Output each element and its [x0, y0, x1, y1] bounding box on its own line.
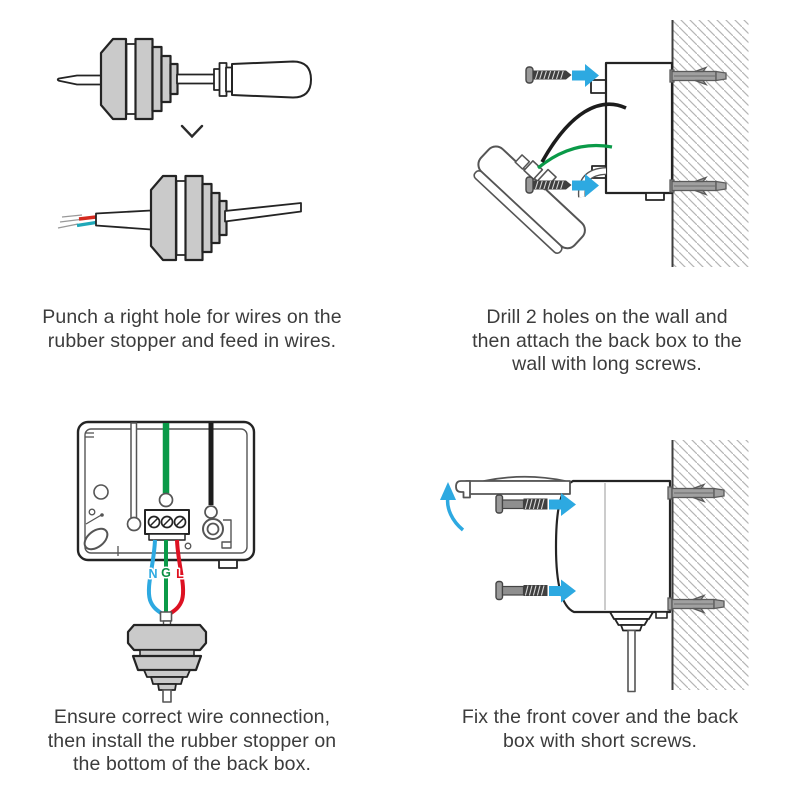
- chevron-down-icon: [180, 124, 204, 139]
- step2-panel: Drill 2 holes on the wall and then attac…: [400, 0, 800, 400]
- back-box: [590, 61, 674, 201]
- step3-caption: Ensure correct wire connection, then ins…: [47, 706, 337, 775]
- step3-panel: N G L Ensure correct wire connection, th…: [0, 400, 400, 800]
- arrow-right-icon: [549, 579, 576, 603]
- step2-caption: Drill 2 holes on the wall and then attac…: [472, 306, 742, 375]
- step1-illustration: [56, 37, 312, 262]
- cable-jacket: [159, 611, 173, 622]
- step3-illustration: N G L: [76, 420, 256, 703]
- step1-caption: Punch a right hole for wires on the rubb…: [42, 306, 342, 352]
- cable-slot: [83, 527, 109, 551]
- awl-tool: [176, 60, 312, 99]
- arrow-right-icon: [549, 493, 576, 516]
- arrow-right-icon: [572, 64, 599, 87]
- cable: [224, 202, 302, 223]
- long-screw: [525, 66, 572, 84]
- wire-label-neutral: N: [148, 567, 157, 581]
- long-screw: [525, 176, 572, 194]
- step4-caption: Fix the front cover and the back box wit…: [461, 706, 739, 752]
- cable: [162, 689, 172, 703]
- arrow-right-icon: [572, 174, 599, 197]
- box-bottom-knob: [655, 611, 668, 619]
- step4-illustration: [440, 440, 749, 693]
- wire-label-live: L: [176, 567, 184, 581]
- stripped-cable-end: [57, 209, 152, 231]
- live-wire: [540, 102, 627, 163]
- wall-anchor: [667, 594, 725, 614]
- terminal-block: [144, 509, 190, 541]
- cover-hook: [455, 480, 471, 499]
- wall-anchor: [669, 66, 727, 86]
- rubber-stopper-with-cable: [149, 174, 228, 262]
- rubber-stopper: [99, 37, 179, 121]
- step1-panel: Punch a right hole for wires on the rubb…: [0, 0, 400, 400]
- step2-illustration: [473, 20, 749, 267]
- wall-anchor: [669, 176, 727, 196]
- wall-anchor: [667, 483, 725, 503]
- rubber-stopper: [126, 623, 208, 691]
- rotate-arrow-icon: [440, 482, 465, 532]
- wall: [671, 440, 749, 690]
- bare-wire: [130, 422, 138, 519]
- wall: [671, 20, 749, 267]
- short-screw: [495, 494, 548, 514]
- cable: [627, 629, 636, 693]
- awl-tip: [56, 74, 104, 86]
- cover-top-edge: [455, 475, 571, 499]
- wire-label-ground: G: [161, 566, 171, 580]
- box-bottom-knob: [645, 192, 665, 201]
- ground-wire: [536, 143, 613, 170]
- step4-panel: Fix the front cover and the back box wit…: [400, 400, 800, 800]
- short-screw: [495, 580, 548, 601]
- rubber-stopper: [609, 611, 654, 632]
- box-bottom-knob: [218, 559, 238, 569]
